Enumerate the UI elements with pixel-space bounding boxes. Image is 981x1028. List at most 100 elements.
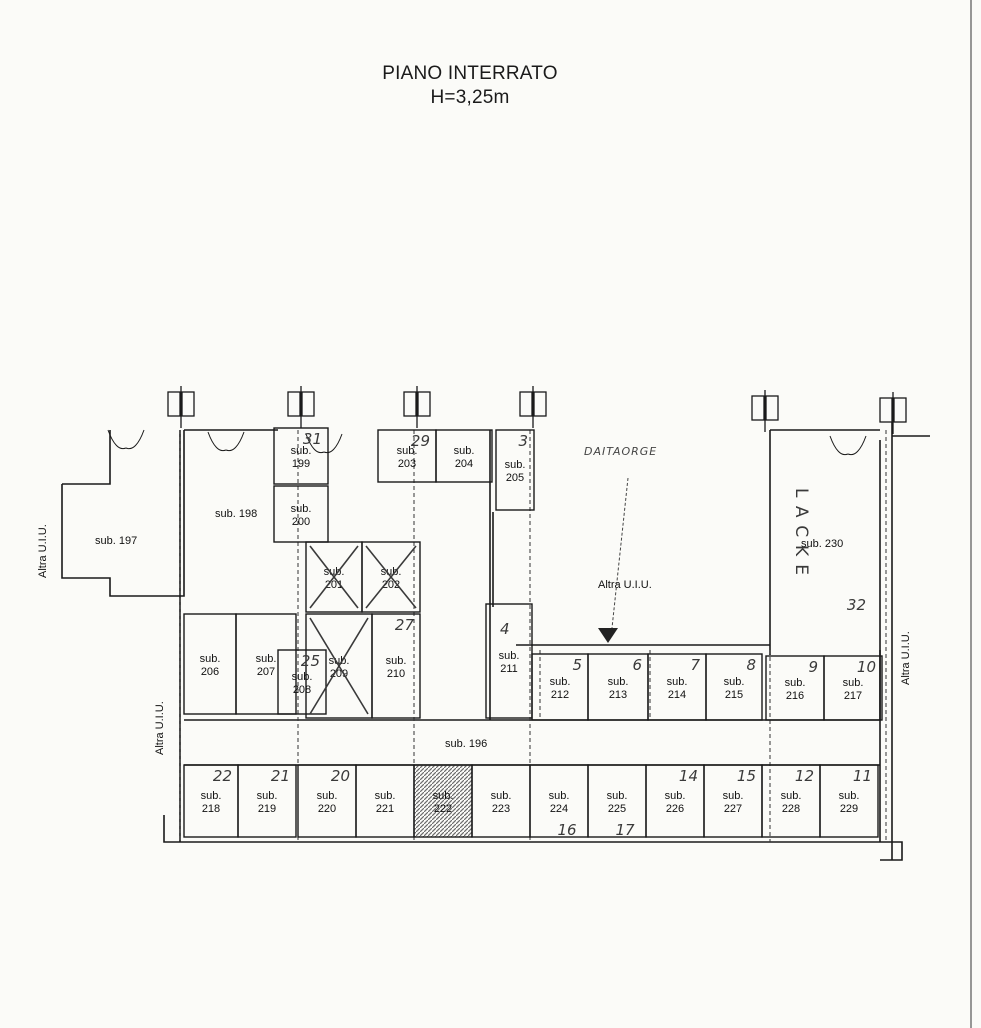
unit-199-label-top: sub. <box>291 445 312 457</box>
door-arc-icon <box>207 431 245 452</box>
unit-228-handwritten-mark: 12 <box>795 767 814 785</box>
unit-205-label-number: 205 <box>506 472 524 484</box>
unit-207-box <box>235 613 297 715</box>
unit-199-box <box>273 427 329 485</box>
unit-226-label-number: 226 <box>666 803 684 815</box>
unit-205-handwritten-mark: 3 <box>518 432 528 450</box>
unit-216-label-top: sub. <box>785 677 806 689</box>
unit-229-box <box>819 764 879 838</box>
unit-205-box <box>495 429 535 511</box>
unit-199-label-number: 199 <box>292 458 310 470</box>
unit-206-label-number: 206 <box>201 666 219 678</box>
door-arc-icon <box>829 435 867 456</box>
unit-202-label-top: sub. <box>381 566 402 578</box>
unit-224-label-top: sub. <box>549 790 570 802</box>
unit-209-cross <box>309 617 369 715</box>
other-unit-left-label: Altra U.I.U. <box>37 524 49 578</box>
unit-211-label-top: sub. <box>499 650 520 662</box>
unit-217-box <box>823 655 883 721</box>
pillars <box>167 386 907 434</box>
unit-225-label-number: 225 <box>608 803 626 815</box>
unit-200-label-number: 200 <box>292 516 310 528</box>
unit-214-handwritten-mark: 7 <box>690 656 700 674</box>
unit-204-box <box>435 429 493 483</box>
unit-219-box <box>237 764 297 838</box>
unit-215-label-number: 215 <box>725 689 743 701</box>
unit-222-label-number: 222 <box>434 803 452 815</box>
unit-224-label-number: 224 <box>550 803 568 815</box>
title-block: PIANO INTERRATO H=3,25m <box>300 62 640 110</box>
unit-198-label: sub. 198 <box>215 508 257 520</box>
wall-segment <box>62 430 111 485</box>
unit-211-handwritten-mark: 4 <box>500 620 510 638</box>
unit-201-cross <box>309 545 359 609</box>
other-unit-lower-left-label: Altra U.I.U. <box>154 701 166 755</box>
unit-215-label-top: sub. <box>724 676 745 688</box>
page-edge-line <box>970 0 972 1028</box>
unit-210-label-number: 210 <box>387 668 405 680</box>
unit-212-handwritten-mark: 5 <box>572 656 582 674</box>
unit-220-label-number: 220 <box>318 803 336 815</box>
unit-199-handwritten-mark: 31 <box>303 430 322 448</box>
handwritten-vertical-note: LACKE <box>791 488 811 583</box>
wall-segment <box>61 430 185 597</box>
arrow-icon <box>598 477 629 643</box>
unit-219-label-number: 219 <box>258 803 276 815</box>
unit-228-label-top: sub. <box>781 790 802 802</box>
unit-214-label-number: 214 <box>668 689 686 701</box>
unit-213-label-top: sub. <box>608 676 629 688</box>
unit-203-label-number: 203 <box>398 458 416 470</box>
unit-223-label-number: 223 <box>492 803 510 815</box>
unit-213-handwritten-mark: 6 <box>632 656 642 674</box>
pillar-icon <box>879 392 907 434</box>
unit-208-label-number: 208 <box>293 684 311 696</box>
unit-216-label-number: 216 <box>786 690 804 702</box>
pillar-icon <box>403 386 431 428</box>
unit-218-label-top: sub. <box>201 790 222 802</box>
unit-229-label-top: sub. <box>839 790 860 802</box>
unit-207-label-top: sub. <box>256 653 277 665</box>
pillar-icon <box>519 386 547 428</box>
unit-229-label-number: 229 <box>840 803 858 815</box>
unit-205-label-top: sub. <box>505 459 526 471</box>
unit-217-label-top: sub. <box>843 677 864 689</box>
unit-207-label-number: 207 <box>257 666 275 678</box>
pillar-icon <box>287 386 315 428</box>
unit-202-cross <box>365 545 417 609</box>
unit-227-handwritten-mark: 15 <box>737 767 756 785</box>
unit-209-label-number: 209 <box>330 668 348 680</box>
unit-222-box <box>413 764 473 838</box>
unit-218-handwritten-mark: 22 <box>213 767 232 785</box>
unit-222-label-top: sub. <box>433 790 454 802</box>
unit-214-label-top: sub. <box>667 676 688 688</box>
unit-230-label: sub. 230 <box>801 538 843 550</box>
unit-210-handwritten-mark: 27 <box>395 616 415 634</box>
unit-197-label: sub. 197 <box>95 535 137 547</box>
plan-title: PIANO INTERRATO <box>382 63 558 84</box>
unit-208-handwritten-mark: 25 <box>301 652 320 670</box>
unit-218-label-number: 218 <box>202 803 220 815</box>
door-arcs <box>107 429 867 456</box>
unit-221-label-number: 221 <box>376 803 394 815</box>
unit-208-label-top: sub. <box>292 671 313 683</box>
unit-208-box <box>277 649 327 715</box>
door-arc-icon <box>107 429 145 450</box>
unit-203-handwritten-mark: 29 <box>411 432 430 450</box>
unit-219-handwritten-mark: 21 <box>271 767 290 785</box>
unit-210-label-top: sub. <box>386 655 407 667</box>
unit-215-box <box>705 653 763 721</box>
unit-219-label-top: sub. <box>257 790 278 802</box>
handwritten-arrow-note: DAITAORGE <box>584 445 657 458</box>
unit-204-label-number: 204 <box>455 458 473 470</box>
unit-200-box <box>273 485 329 543</box>
unit-220-label-top: sub. <box>317 790 338 802</box>
door-arc-icon <box>305 433 343 454</box>
corridor-label: sub. 196 <box>445 738 487 750</box>
unit-213-label-number: 213 <box>609 689 627 701</box>
unit-227-label-top: sub. <box>723 790 744 802</box>
storage-units <box>183 427 883 838</box>
pillar-icon <box>167 386 195 428</box>
unit-226-handwritten-mark: 14 <box>679 767 698 785</box>
